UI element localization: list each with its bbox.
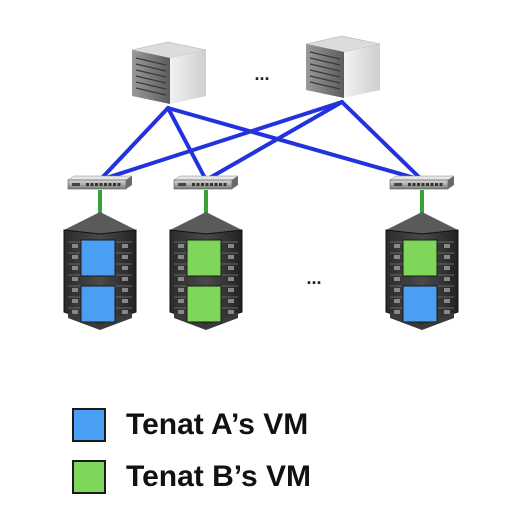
tenant-a-vm	[80, 239, 116, 277]
tenant-a-label: Tenat A’s VM	[126, 408, 309, 441]
core-switch-1	[131, 41, 207, 104]
core-switch-icon	[131, 41, 207, 104]
tenant-b-label: Tenat B’s VM	[126, 460, 312, 493]
legend-tenant-b: Tenat B’s VM	[72, 460, 311, 494]
server-rack-1	[63, 212, 137, 330]
vm-group	[402, 239, 438, 323]
tenant-a-swatch	[72, 408, 106, 442]
core-link	[204, 100, 344, 182]
server-rack-3	[385, 212, 459, 330]
vm-group	[80, 239, 116, 323]
core-link	[98, 100, 344, 182]
tenant-b-vm	[402, 239, 438, 277]
server-rack-2	[169, 212, 243, 330]
tor-switch-2	[173, 175, 239, 190]
access-links	[98, 190, 424, 216]
vm-group	[186, 239, 222, 323]
tor-switch-icon	[173, 175, 239, 190]
core-link	[166, 106, 208, 182]
tor-switch-icon	[67, 175, 133, 190]
tenant-b-vm	[186, 285, 222, 323]
tenant-b-swatch	[72, 460, 106, 494]
core-links	[98, 100, 424, 182]
legend-tenant-a: Tenat A’s VM	[72, 408, 308, 442]
core-link	[98, 106, 170, 182]
core-switch-icon	[305, 35, 381, 98]
core-switch-2	[305, 35, 381, 98]
tenant-a-vm	[402, 285, 438, 323]
tor-switch-1	[67, 175, 133, 190]
core-link	[340, 100, 424, 182]
core-link	[166, 106, 424, 182]
tenant-b-vm	[186, 239, 222, 277]
core-ellipsis: ...	[254, 64, 269, 84]
rack-ellipsis: ...	[306, 268, 321, 288]
tor-switch-icon	[389, 175, 455, 190]
tenant-a-vm	[80, 285, 116, 323]
tor-switch-3	[389, 175, 455, 190]
